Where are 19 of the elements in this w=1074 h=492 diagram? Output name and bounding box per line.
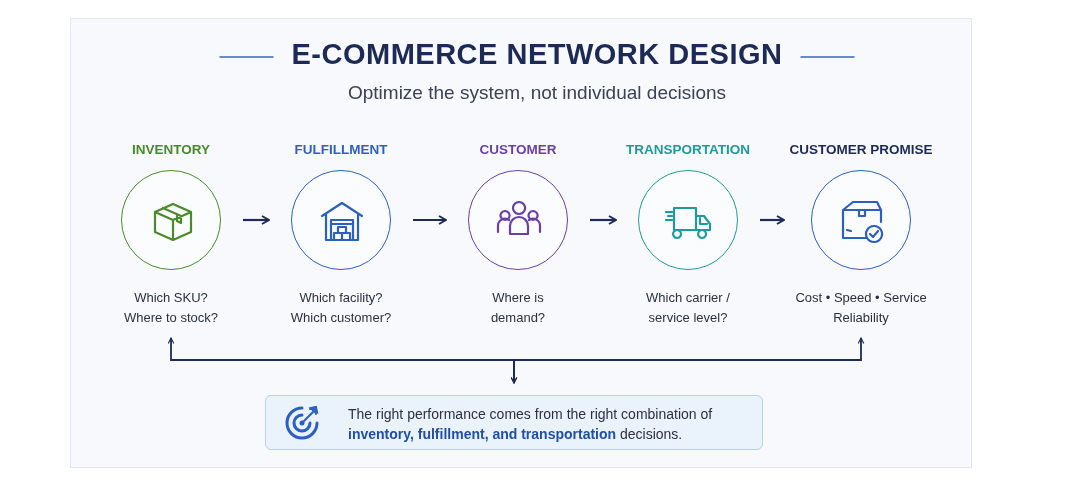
step-heading: FULFILLMENT (293, 142, 389, 157)
subtitle: Optimize the system, not individual decisions (347, 82, 727, 103)
arrow (590, 215, 617, 225)
title: E-COMMERCE NETWORK DESIGN (291, 38, 783, 70)
arrow (510, 337, 865, 384)
step-question: Cost • Speed • Service Reliability (794, 289, 928, 327)
step-heading: CUSTOMER PROMISE (788, 142, 934, 157)
message-box (265, 395, 763, 450)
arrow (243, 215, 270, 225)
step-heading: TRANSPORTATION (625, 142, 751, 157)
step-heading: INVENTORY (131, 142, 211, 157)
step-question: Which SKU? Where to stock? (123, 289, 219, 327)
arrow (413, 215, 447, 225)
step-question: Which carrier / service level? (645, 289, 731, 327)
step-question: Which facility? Which customer? (289, 289, 393, 327)
step-question: Where is demand? (489, 289, 547, 327)
arrow (760, 215, 785, 225)
summary-text: The right performance comes from the right combination of inventory, fulfillment, and transportation decisions. (348, 405, 714, 444)
step-heading: CUSTOMER (478, 142, 558, 157)
